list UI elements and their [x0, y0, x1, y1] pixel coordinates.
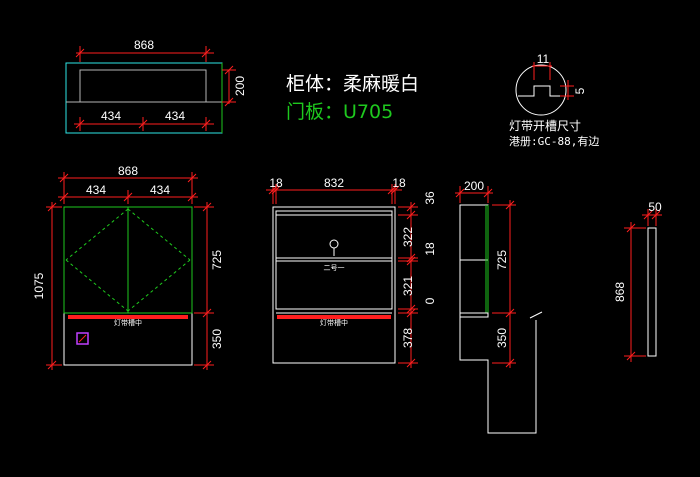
front-upper-label: 725 [210, 250, 224, 270]
front-height-dimension [46, 202, 62, 370]
door-material-label: 门板：U705 [286, 101, 393, 123]
top-depth-dimension [222, 65, 236, 107]
top-view: 868 200 434 434 [65, 38, 247, 134]
panel-height-dimension [624, 222, 646, 362]
side-view: 200 725 350 [455, 179, 543, 434]
side-depth-label: 200 [464, 179, 484, 193]
panel-view: 50 868 [613, 200, 662, 362]
section-strip-label: 灯带槽中 [320, 318, 348, 327]
section-shelf-label: 二号一 [324, 264, 345, 272]
top-split-dimension [74, 117, 214, 131]
door-opening-lines [65, 208, 191, 312]
section-d18-label: 18 [423, 242, 437, 256]
front-width-label: 868 [118, 164, 138, 178]
top-width-dimension [75, 46, 214, 62]
section-d0-label: 0 [423, 297, 437, 304]
body-material-label: 柜体：柔麻暖白 [286, 73, 419, 95]
top-depth-label: 200 [233, 76, 247, 96]
groove-note-line2: 港册:GC-88,有边 [509, 134, 599, 148]
led-strip [68, 315, 188, 319]
front-lower-label: 350 [210, 329, 224, 349]
section-right-label: 18 [392, 176, 406, 190]
top-width-label: 868 [134, 38, 154, 52]
side-upper-label: 725 [495, 250, 509, 270]
front-right-label: 434 [150, 183, 170, 197]
groove-depth-label: 5 [573, 87, 587, 94]
groove-detail: 11 5 [515, 52, 587, 116]
switch-icon [76, 332, 89, 345]
side-height-dimension [492, 200, 516, 368]
section-width-dimension [266, 184, 402, 204]
section-inner-label: 832 [324, 176, 344, 190]
section-d36-label: 36 [423, 191, 437, 205]
front-view: 灯带槽中 868 434 434 1075 725 350 [32, 164, 224, 370]
section-height-dimension [398, 202, 418, 368]
front-right-dimension [194, 202, 214, 370]
section-view: 二号一 灯带槽中 18 832 18 36 322 18 321 [266, 176, 437, 368]
panel-height-label: 868 [613, 282, 627, 302]
side-depth-dimension [455, 186, 493, 203]
top-left-label: 434 [101, 109, 121, 123]
section-d322-label: 322 [401, 227, 415, 247]
panel-thickness-dimension [642, 209, 662, 226]
side-lower-label: 350 [495, 328, 509, 348]
section-left-label: 18 [269, 176, 283, 190]
front-width-dimension [58, 172, 198, 204]
groove-width-label: 11 [537, 52, 550, 66]
top-right-label: 434 [165, 109, 185, 123]
front-left-label: 434 [86, 183, 106, 197]
front-height-label: 1075 [32, 272, 46, 299]
panel-thickness-label: 50 [648, 200, 662, 214]
section-d321-label: 321 [401, 276, 415, 296]
front-strip-label: 灯带槽中 [114, 318, 142, 327]
section-d378-label: 378 [401, 328, 415, 348]
groove-note-line1: 灯带开槽尺寸 [509, 119, 581, 133]
section-led-strip [277, 315, 391, 319]
